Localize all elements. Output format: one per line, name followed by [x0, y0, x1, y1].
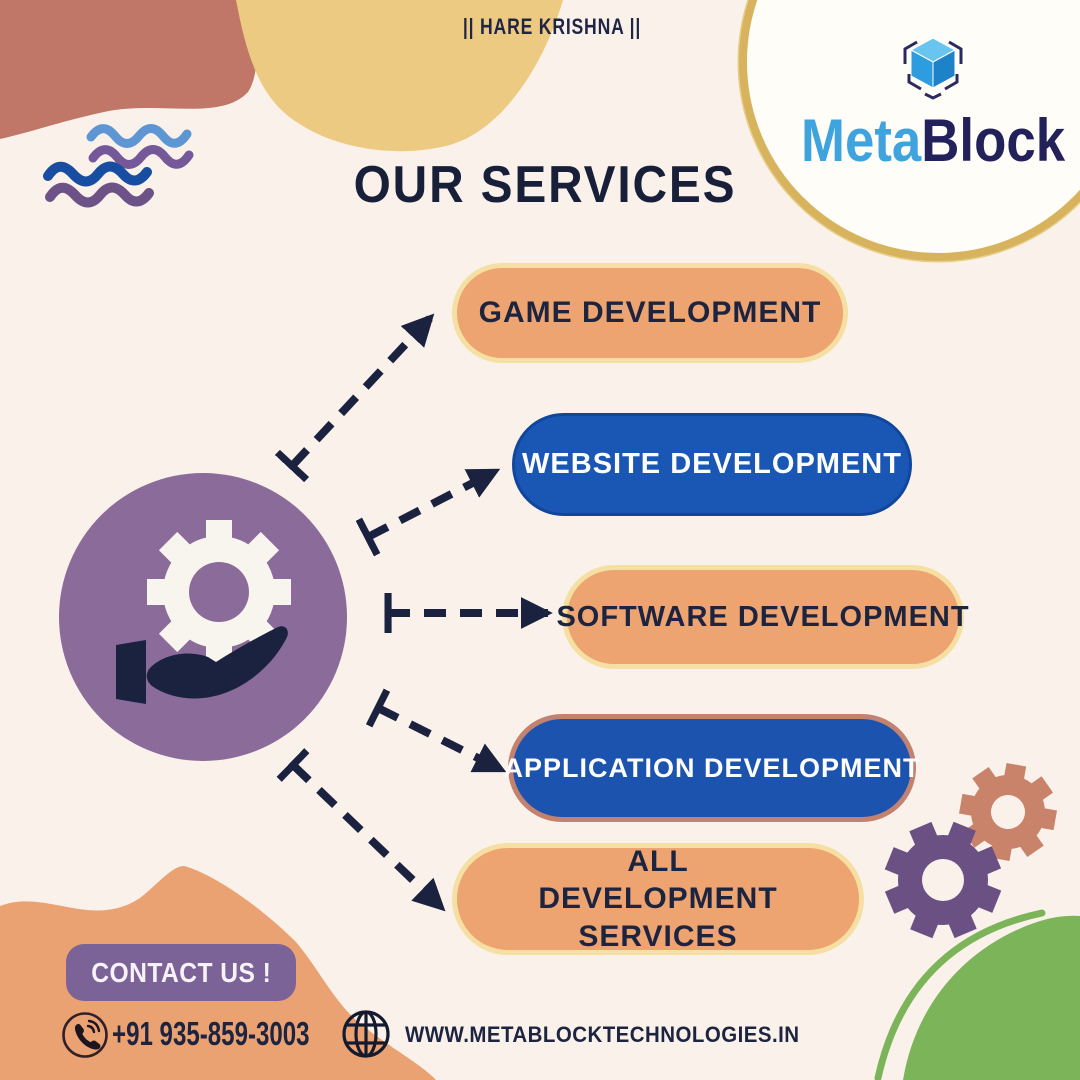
gear-icon	[958, 762, 1058, 862]
service-label: GAME DEVELOPMENT	[478, 296, 822, 329]
service-pill-game-development: GAME DEVELOPMENT	[452, 263, 848, 363]
green-blob	[903, 915, 1080, 1080]
contact-us-badge: CONTACT US !	[66, 944, 296, 1001]
service-pill-software-development: SOFTWARE DEVELOPMENT	[556, 565, 969, 669]
green-brush-arc	[874, 909, 1046, 1080]
phone-number: +91 935-859-3003	[112, 1015, 310, 1052]
arrow-to-website	[355, 467, 501, 557]
contact-us-label: CONTACT US !	[90, 956, 272, 988]
arrow-to-application	[365, 688, 507, 774]
terracotta-blob	[0, 0, 257, 139]
service-pill-website-development: WEBSITE DEVELOPMENT	[512, 413, 912, 516]
service-label: ALL DEVELOPMENT SERVICES	[538, 844, 778, 953]
website-url: WWW.METABLOCKTECHNOLOGIES.IN	[405, 1022, 800, 1047]
page-title: OUR SERVICES	[353, 156, 737, 214]
phone-icon	[62, 1012, 108, 1058]
service-label: APPLICATION DEVELOPMENT	[503, 752, 921, 783]
arrow-to-game	[274, 313, 435, 483]
logo-word-block: Block	[921, 107, 1066, 174]
service-pill-all-development-services: ALL DEVELOPMENT SERVICES	[452, 843, 864, 955]
mantra-text: || HARE KRISHNA ||	[462, 14, 642, 39]
logo-ring	[739, 0, 1080, 261]
arrow-to-alldev	[276, 748, 446, 912]
blockchain-cube-icon	[903, 37, 963, 100]
service-label: SOFTWARE DEVELOPMENT	[556, 600, 970, 633]
tan-blob	[236, 0, 563, 152]
service-pill-application-development: APPLICATION DEVELOPMENT	[503, 714, 920, 822]
gear-in-hand-icon	[59, 473, 347, 761]
metablock-logo: MetaBlock	[783, 30, 1080, 175]
globe-icon	[342, 1010, 390, 1058]
service-label: WEBSITE DEVELOPMENT	[522, 448, 902, 480]
logo-wordmark: MetaBlock	[801, 106, 1065, 175]
logo-word-meta: Meta	[800, 107, 922, 174]
wave-squiggles-icon	[43, 124, 194, 208]
gear-icon	[884, 821, 1002, 939]
